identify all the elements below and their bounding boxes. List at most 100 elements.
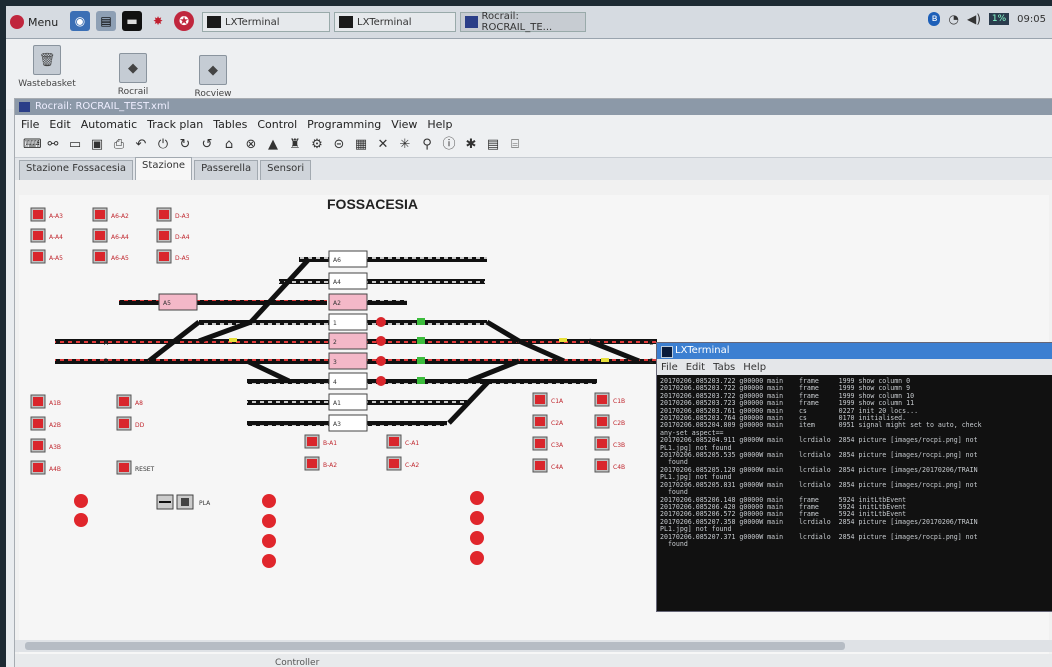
route-button-d-a4[interactable]: D-A4 — [156, 228, 190, 243]
route-button-a6-a2[interactable]: A6-A2 — [92, 207, 129, 222]
track-segment[interactable] — [367, 421, 447, 426]
menu-file[interactable]: File — [21, 117, 40, 131]
menu-tables[interactable]: Tables — [213, 117, 248, 131]
turnout[interactable] — [147, 320, 201, 363]
route-button-c-a2[interactable]: C-A2 — [386, 456, 419, 471]
signal-icon[interactable] — [376, 356, 386, 366]
route-button-a6-a4[interactable]: A6-A4 — [92, 228, 129, 243]
track-segment[interactable] — [367, 320, 487, 325]
block-a2[interactable]: A2 — [328, 293, 368, 311]
reload-icon[interactable]: ↺ — [201, 137, 213, 152]
signal-lamp-icon[interactable] — [262, 514, 276, 528]
route-button-c1a[interactable]: C1A — [532, 392, 564, 407]
print-icon[interactable]: ⎙ — [113, 137, 125, 152]
desktop-icon-wastebasket[interactable]: 🗑 Wastebasket — [12, 45, 82, 89]
turnout[interactable] — [517, 338, 566, 364]
route-button-b-a1[interactable]: B-A1 — [304, 434, 337, 449]
block-a1[interactable]: A1 — [328, 393, 368, 411]
turnout[interactable] — [245, 358, 291, 384]
rocrail-titlebar[interactable]: Rocrail: ROCRAIL_TEST.xml — [15, 99, 1052, 115]
track-segment[interactable] — [367, 279, 485, 284]
bug-icon[interactable]: ✱ — [465, 137, 477, 152]
block-a6[interactable]: A6 — [328, 250, 368, 268]
menu-file[interactable]: File — [661, 361, 678, 373]
turnout[interactable] — [485, 319, 521, 344]
menu-edit[interactable]: Edit — [685, 361, 706, 373]
pla-control[interactable]: PLA — [156, 494, 211, 510]
turnout[interactable] — [198, 319, 252, 344]
task-rocrail[interactable]: Rocrail: ROCRAIL_TE... — [460, 11, 586, 33]
signal-lamp-icon[interactable] — [470, 551, 484, 565]
tab-stazione-fossacesia[interactable]: Stazione Fossacesia — [19, 160, 134, 180]
track-segment[interactable] — [299, 257, 329, 262]
turnout[interactable] — [468, 358, 520, 384]
route-button-d-a3[interactable]: D-A3 — [156, 207, 190, 222]
volume-icon[interactable]: ◀) — [966, 12, 981, 26]
info-icon[interactable]: ⓘ — [442, 137, 456, 152]
link-icon[interactable]: ⚯ — [47, 137, 59, 152]
bluetooth-icon[interactable]: ʙ — [928, 12, 941, 26]
train-icon[interactable]: ♜ — [289, 137, 301, 152]
camera-icon[interactable]: ⌸ — [511, 137, 519, 152]
signal-lamp-icon[interactable] — [74, 513, 88, 527]
route-button-c4b[interactable]: C4B — [594, 458, 625, 473]
signal-lamp-icon[interactable] — [470, 491, 484, 505]
route-button-a1b[interactable]: A1B — [30, 394, 61, 409]
route-button-b-a2[interactable]: B-A2 — [304, 456, 337, 471]
tab-sensori[interactable]: Sensori — [260, 160, 312, 180]
math-icon[interactable]: ✸ — [152, 14, 164, 28]
sensor-icon[interactable] — [417, 337, 425, 344]
route-button-c4a[interactable]: C4A — [532, 458, 564, 473]
signal-lamp-icon[interactable] — [262, 554, 276, 568]
browser-icon[interactable]: ◉ — [70, 11, 90, 31]
terminal-titlebar[interactable]: LXTerminal — [657, 343, 1052, 359]
track-segment[interactable] — [247, 421, 329, 426]
block-1[interactable]: 1 — [328, 313, 368, 331]
route-button-c2a[interactable]: C2A — [532, 414, 564, 429]
grid-icon[interactable]: ▦ — [354, 137, 368, 152]
signal-lamp-icon[interactable] — [470, 511, 484, 525]
track-segment[interactable] — [367, 300, 407, 305]
menu-tabs[interactable]: Tabs — [713, 361, 736, 373]
route-button-a3b[interactable]: A3B — [30, 438, 61, 453]
track-segment[interactable] — [367, 400, 467, 405]
file-manager-icon[interactable]: ▤ — [96, 11, 116, 31]
block-a4[interactable]: A4 — [328, 272, 368, 290]
terminal-output[interactable]: 20170206.085203.722 g00000 main frame 19… — [657, 376, 1052, 611]
table-icon[interactable]: ▤ — [486, 137, 500, 152]
turnout[interactable] — [588, 338, 640, 364]
wifi-icon[interactable]: ◔ — [948, 12, 959, 26]
route-button-a4b[interactable]: A4B — [30, 460, 61, 475]
signal-lamp-icon[interactable] — [262, 494, 276, 508]
task-lxterminal-2[interactable]: LXTerminal — [334, 12, 456, 32]
menu-control[interactable]: Control — [257, 117, 298, 131]
home-icon[interactable]: ⌂ — [224, 137, 234, 152]
menu-view[interactable]: View — [391, 117, 418, 131]
task-lxterminal-1[interactable]: LXTerminal — [202, 12, 330, 32]
track-segment[interactable] — [367, 339, 657, 344]
power-icon[interactable]: ⏻ — [157, 137, 169, 152]
light-icon[interactable]: ✳ — [399, 137, 411, 152]
sensor-icon[interactable] — [229, 338, 237, 342]
sensor-icon[interactable] — [417, 318, 425, 325]
desktop-icon-rocrail[interactable]: ◆ Rocrail — [98, 53, 168, 97]
track-segment[interactable] — [199, 320, 329, 325]
menu-automatic[interactable]: Automatic — [80, 117, 138, 131]
sensor-icon[interactable] — [417, 357, 425, 364]
block-a3[interactable]: A3 — [328, 414, 368, 432]
block-3[interactable]: 3 — [328, 352, 368, 370]
tab-passerella[interactable]: Passerella — [194, 160, 259, 180]
route-button-dd[interactable]: DD — [116, 416, 145, 431]
menu-help[interactable]: Help — [743, 361, 767, 373]
route-button-d-a5[interactable]: D-A5 — [156, 249, 190, 264]
menu-edit[interactable]: Edit — [49, 117, 71, 131]
track-segment[interactable] — [55, 359, 329, 364]
desktop-icon-rocview[interactable]: ◆ Rocview — [178, 55, 248, 99]
track-segment[interactable] — [367, 379, 597, 384]
sensor-icon[interactable] — [417, 377, 425, 384]
route-button-c2b[interactable]: C2B — [594, 414, 625, 429]
route-button-a8[interactable]: A8 — [116, 394, 143, 409]
route-button-c3a[interactable]: C3A — [532, 436, 564, 451]
route-button-a-a3[interactable]: A-A3 — [30, 207, 63, 222]
track-segment[interactable] — [247, 400, 329, 405]
